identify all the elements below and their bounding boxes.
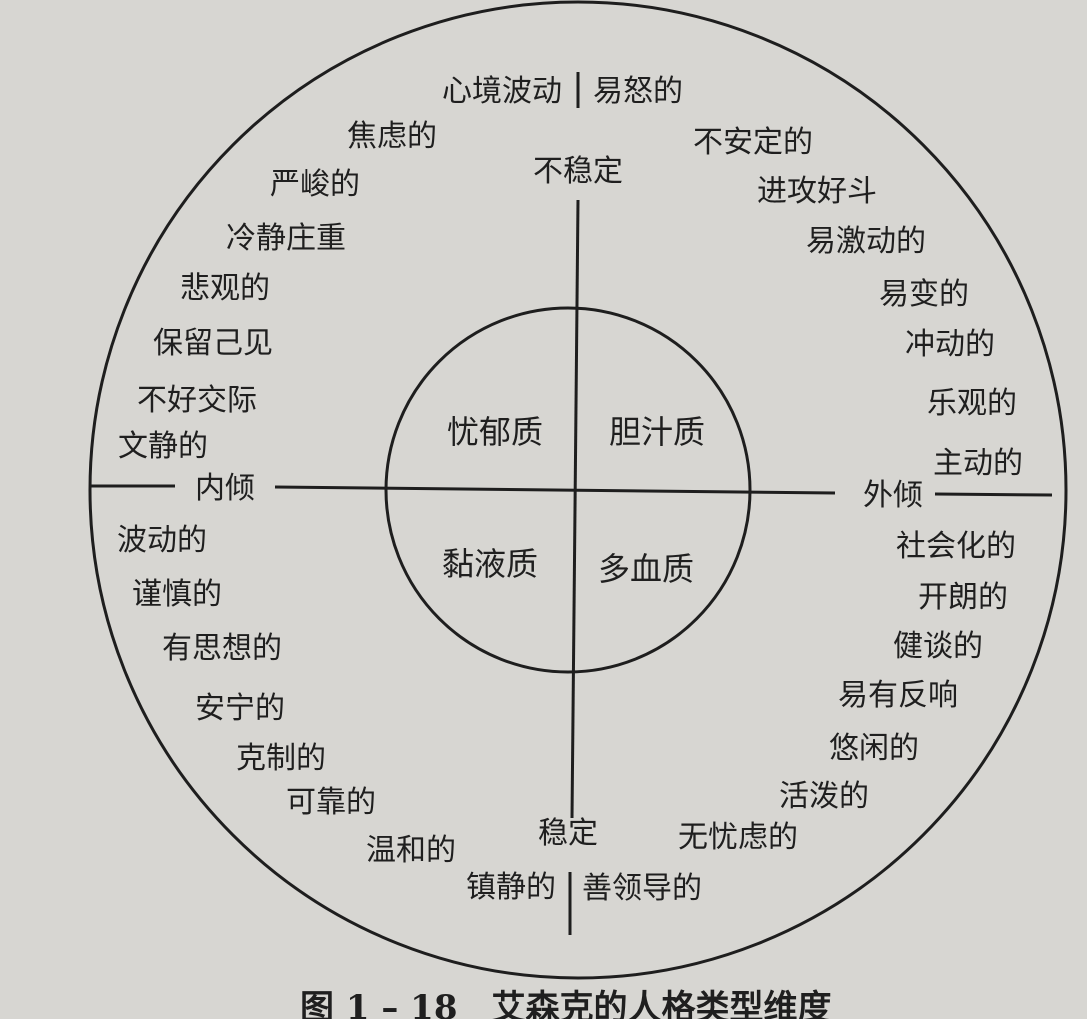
trait-label: 活泼的	[779, 779, 869, 814]
trait-label: 波动的	[117, 523, 207, 558]
top-left-label: 心境波动	[442, 74, 562, 109]
quadrant-phlegmatic: 黏液质	[442, 545, 538, 583]
axis-label-introvert: 内倾	[195, 471, 255, 506]
trait-label: 冲动的	[905, 327, 995, 362]
trait-label: 易激动的	[806, 224, 926, 259]
trait-label: 冷静庄重	[226, 221, 346, 256]
trait-label: 可靠的	[286, 785, 376, 820]
trait-label: 无忧虑的	[678, 820, 798, 855]
trait-label: 安宁的	[195, 691, 285, 726]
trait-label: 社会化的	[896, 529, 1016, 564]
axis-label-stable: 稳定	[538, 816, 598, 851]
trait-label: 不好交际	[137, 383, 257, 418]
trait-label: 主动的	[933, 446, 1023, 481]
quadrant-choleric: 胆汁质	[609, 413, 705, 451]
trait-label: 易有反响	[838, 678, 958, 713]
horizontal-axis-line	[274, 485, 836, 495]
bottom-left-label: 镇静的	[466, 870, 556, 905]
trait-label: 克制的	[236, 741, 326, 776]
axis-label-unstable: 不稳定	[533, 154, 623, 189]
trait-label: 谨慎的	[132, 577, 222, 612]
trait-label: 焦虑的	[347, 119, 437, 154]
trait-label: 乐观的	[927, 386, 1017, 421]
trait-label: 文静的	[118, 429, 208, 464]
trait-label: 有思想的	[162, 631, 282, 666]
trait-label: 严峻的	[270, 167, 360, 202]
horizontal-axis-right-line	[934, 492, 1053, 497]
trait-label: 悠闲的	[829, 731, 919, 766]
bottom-right-label: 善领导的	[582, 871, 702, 906]
trait-label: 开朗的	[918, 580, 1008, 615]
trait-label: 健谈的	[893, 629, 983, 664]
outer-circle	[88, 0, 1068, 980]
trait-label: 悲观的	[180, 271, 270, 306]
trait-label: 温和的	[366, 833, 456, 868]
vertical-axis-line	[570, 199, 580, 819]
trait-label: 不安定的	[693, 125, 813, 160]
trait-label: 易变的	[879, 277, 969, 312]
inner-circle	[384, 306, 752, 674]
figure-caption: 图 1 – 18 艾森克的人格类型维度	[300, 988, 831, 1019]
trait-label: 进攻好斗	[757, 174, 877, 209]
quadrant-melancholic: 忧郁质	[447, 413, 543, 451]
quadrant-sanguine: 多血质	[598, 550, 694, 588]
trait-label: 保留己见	[153, 326, 273, 361]
axis-label-extrovert: 外倾	[863, 478, 923, 513]
top-right-label: 易怒的	[593, 74, 683, 109]
